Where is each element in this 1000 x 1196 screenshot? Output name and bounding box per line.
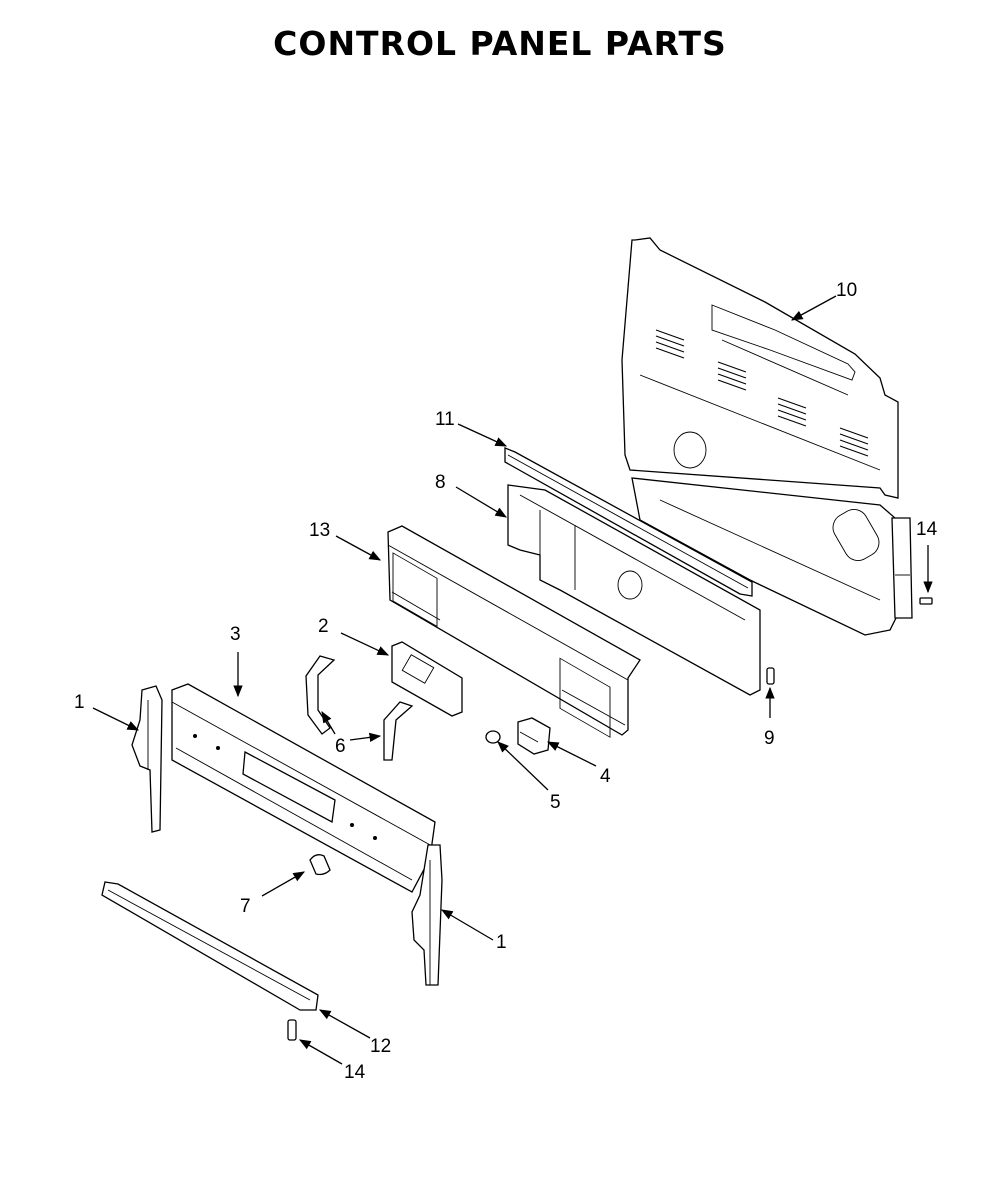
part-end-cap-left bbox=[131, 685, 163, 833]
part-nut bbox=[485, 730, 501, 744]
part-control-housing bbox=[387, 525, 641, 738]
part-switch bbox=[517, 717, 551, 755]
callout-7: 7 bbox=[240, 896, 251, 917]
part-control-panel bbox=[171, 683, 436, 893]
part-screw-right bbox=[919, 597, 933, 605]
part-wire-harness bbox=[305, 655, 414, 761]
part-electronic-control bbox=[391, 641, 463, 717]
callout-13: 13 bbox=[309, 520, 330, 541]
part-screw-small bbox=[766, 667, 775, 685]
part-screw-lower bbox=[287, 1019, 297, 1041]
callout-8: 8 bbox=[435, 472, 446, 493]
part-knob bbox=[309, 854, 331, 876]
callout-11: 11 bbox=[435, 409, 455, 430]
part-control-bracket bbox=[507, 484, 761, 696]
callout-1-left: 1 bbox=[74, 692, 85, 713]
part-rear-panel bbox=[621, 237, 913, 636]
callout-3: 3 bbox=[230, 624, 241, 645]
callout-2: 2 bbox=[318, 616, 329, 637]
callout-9: 9 bbox=[764, 728, 775, 749]
callout-10: 10 bbox=[836, 280, 857, 301]
callout-6: 6 bbox=[335, 736, 346, 757]
callout-12: 12 bbox=[370, 1036, 391, 1057]
leader-arrows bbox=[92, 295, 933, 1065]
callout-4: 4 bbox=[600, 766, 611, 787]
callout-14-right: 14 bbox=[916, 519, 938, 540]
callout-1-right: 1 bbox=[496, 932, 507, 953]
part-upper-rail bbox=[504, 447, 753, 597]
part-end-cap-right bbox=[411, 844, 443, 986]
part-lower-trim bbox=[101, 881, 319, 1011]
callout-5: 5 bbox=[550, 792, 561, 813]
diagram-title: CONTROL PANEL PARTS bbox=[273, 24, 727, 63]
callout-14-lower: 14 bbox=[344, 1062, 366, 1083]
